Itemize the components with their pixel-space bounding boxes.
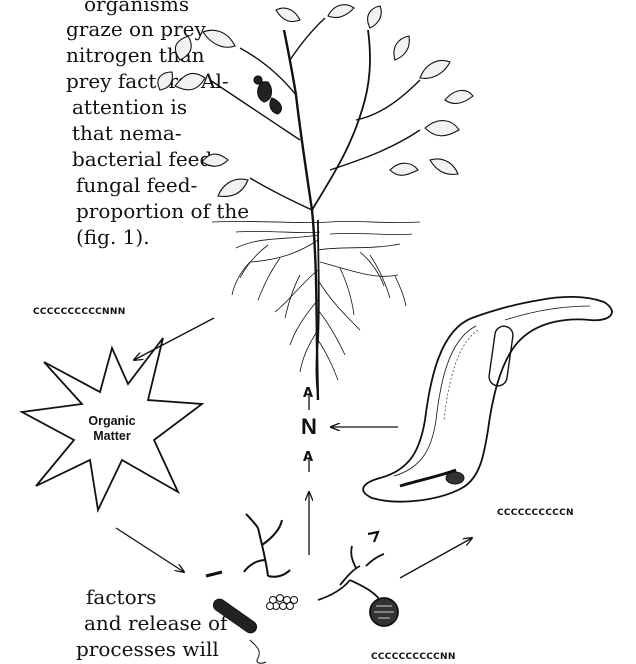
nitrogen-arrow-lower-head: A (303, 450, 313, 465)
ratio-label-microbes: CCCCCCCCCCNN (371, 652, 456, 662)
small-mark (368, 532, 378, 542)
organic-matter-label: Organic Matter (72, 414, 152, 444)
fungal-branch-with-sporangium (318, 546, 398, 626)
nitrogen-arrow-upper-head: A (303, 386, 313, 401)
arrow-plant-to-organic-matter (134, 318, 214, 360)
organic-matter-label-line1: Organic (72, 414, 152, 429)
plant-leaves (158, 5, 473, 197)
soil-line (212, 221, 420, 234)
nitrogen-label: N (301, 414, 317, 440)
fungal-hypha (244, 514, 290, 577)
small-fungal-fragment (206, 572, 222, 576)
nematode (363, 297, 612, 502)
arrow-organic-matter-to-microbes (116, 528, 184, 572)
bacteria-cluster (267, 595, 298, 610)
ratio-label-nematode: CCCCCCCCCCN (497, 508, 574, 518)
bacterium-rod (211, 597, 266, 663)
plant-flower (254, 76, 281, 114)
plant-roots (232, 220, 406, 395)
organic-matter-label-line2: Matter (72, 429, 152, 444)
plant-shoot (210, 18, 420, 400)
arrow-microbes-to-nematode (400, 538, 472, 578)
ratio-label-organic-matter: CCCCCCCCCCNNN (33, 307, 126, 317)
